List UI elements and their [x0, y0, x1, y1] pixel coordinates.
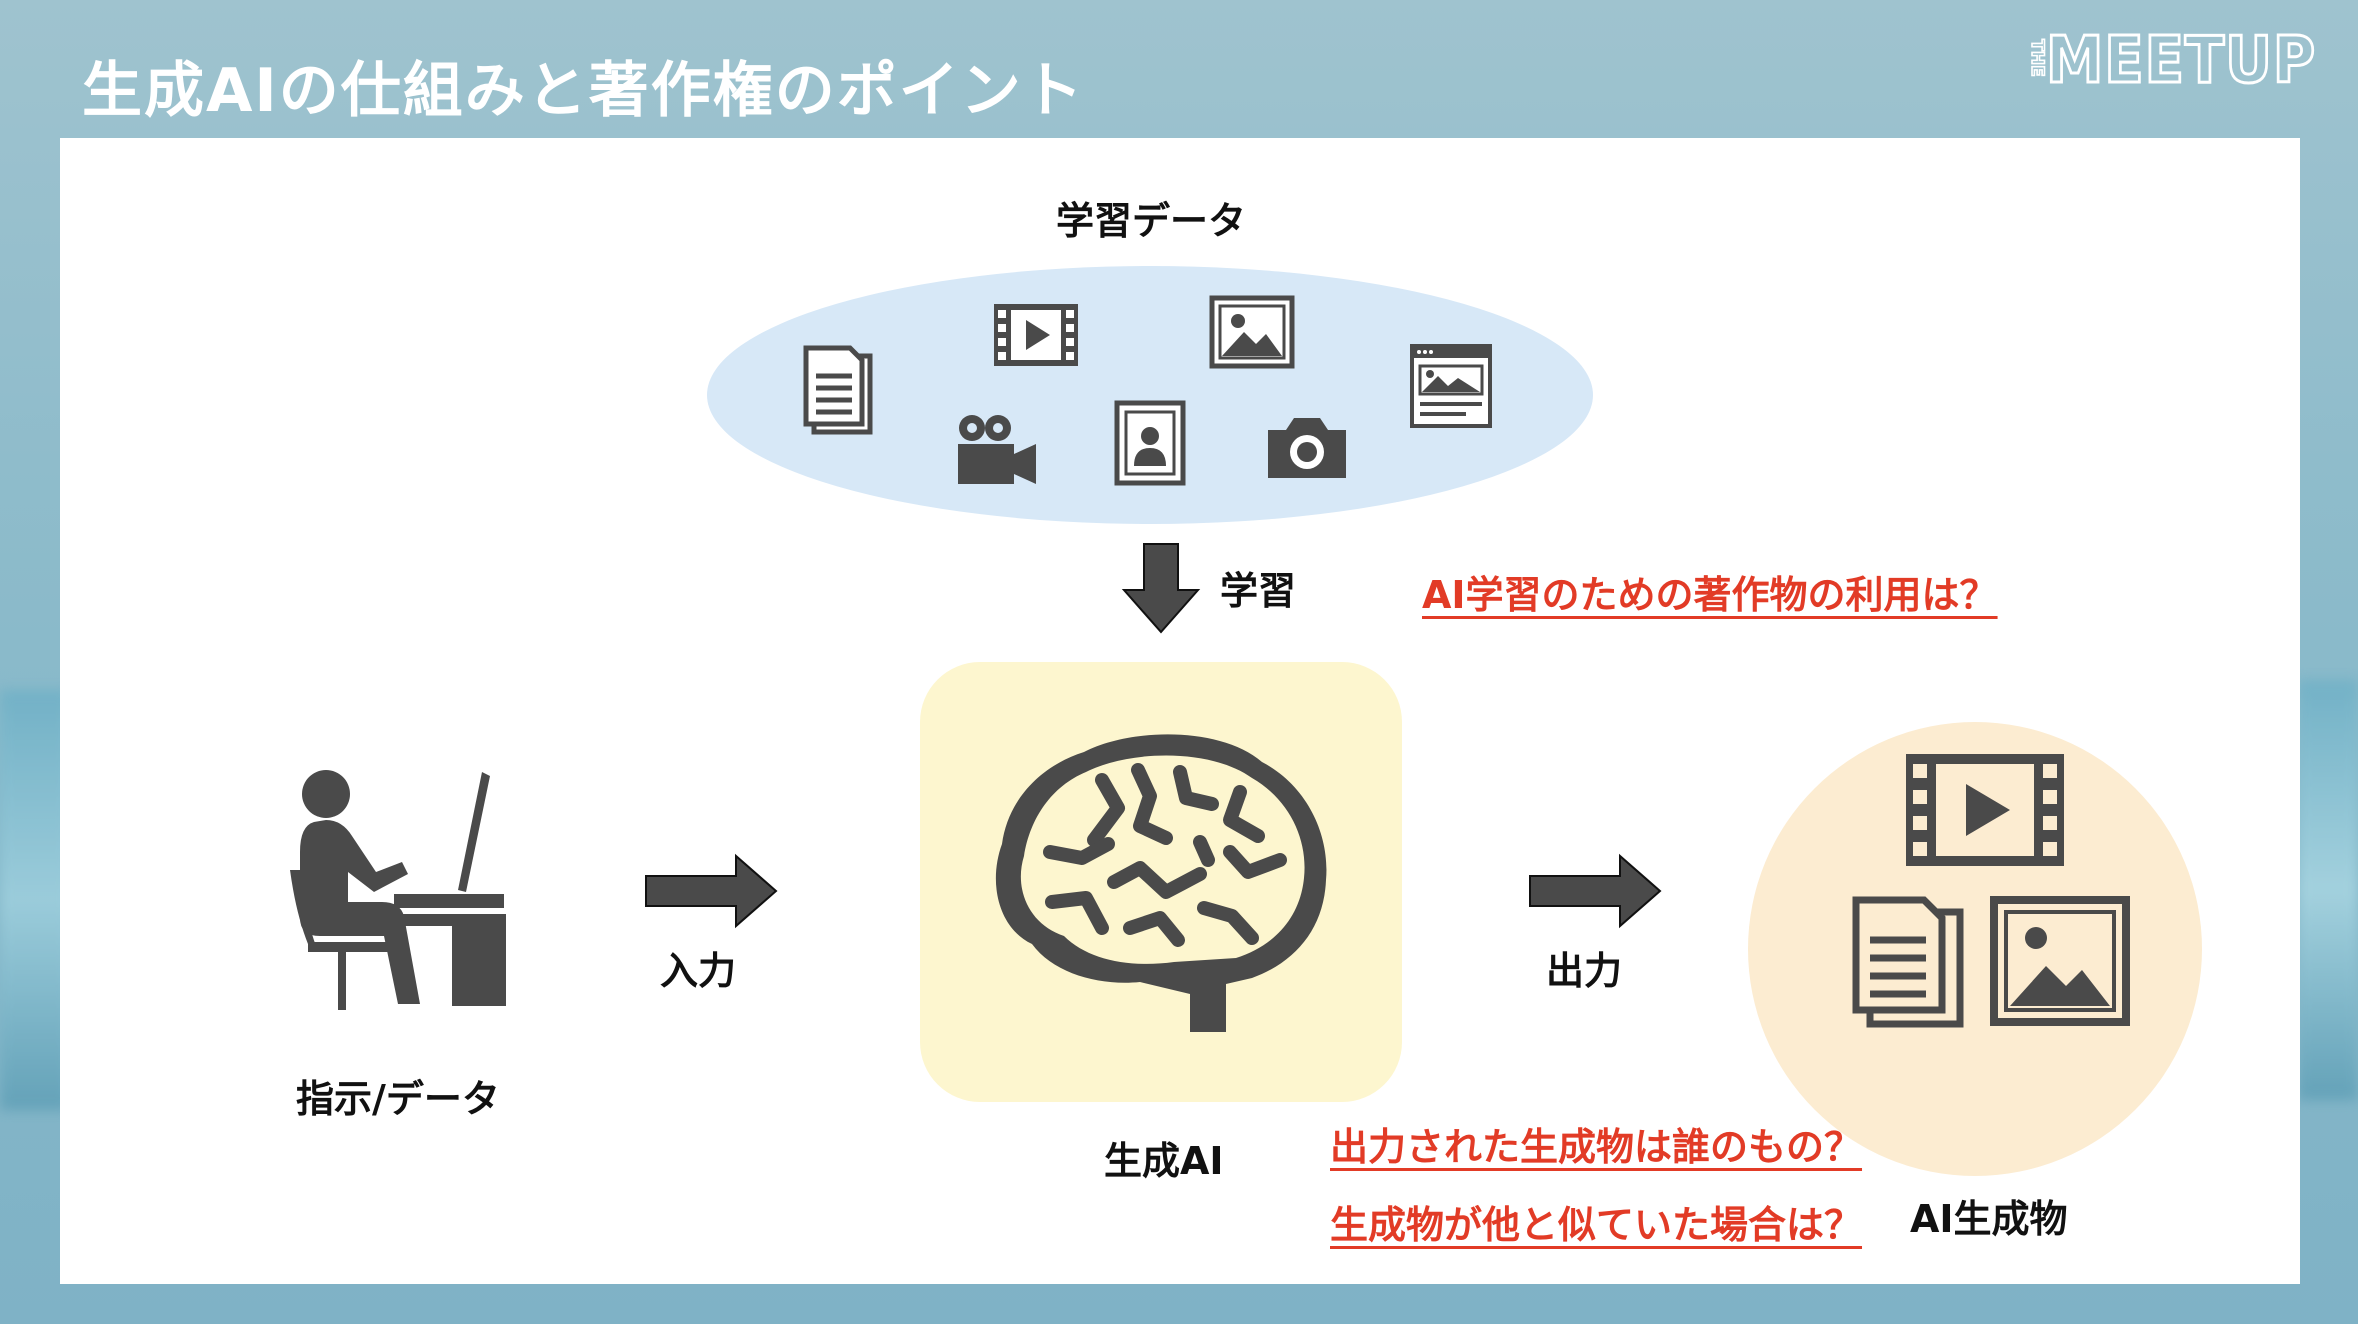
meetup-logo: THE MEETUP — [2026, 23, 2316, 97]
input-label: 入力 — [660, 949, 737, 993]
ai-output-label: AI生成物 — [1910, 1197, 2068, 1241]
portrait-icon — [1114, 400, 1186, 486]
question-similarity: 生成物が他と似ていた場合は？ — [1330, 1203, 1863, 1247]
training-data-ellipse — [707, 266, 1593, 524]
output-arrow — [1529, 853, 1662, 929]
output-film-icon — [1906, 754, 2064, 866]
film-icon — [994, 304, 1078, 366]
output-label: 出力 — [1546, 949, 1623, 993]
camera-icon — [1268, 418, 1346, 478]
document-icon — [803, 345, 873, 435]
generative-ai-label: 生成AI — [1104, 1139, 1224, 1183]
output-document-icon — [1852, 896, 1964, 1028]
learn-arrow — [1121, 543, 1201, 634]
question-output-owner: 出力された生成物は誰のもの？ — [1330, 1125, 1863, 1169]
background-left-decoration — [0, 690, 70, 1110]
image-icon — [1209, 295, 1295, 369]
background-right-decoration — [2298, 680, 2358, 1100]
learn-label: 学習 — [1220, 569, 1297, 613]
diagram-panel: 学習データ — [60, 138, 2300, 1284]
person-at-desk-icon — [290, 770, 506, 1010]
logo-text: MEETUP — [2046, 24, 2316, 96]
logo-prefix: THE — [2027, 39, 2047, 76]
user-instruction-label: 指示/データ — [296, 1077, 500, 1121]
movie-camera-icon — [958, 415, 1036, 484]
slide-title: 生成AIの仕組みと著作権のポイント — [82, 56, 1085, 126]
question-training-use: AI学習のための著作物の利用は？ — [1422, 573, 1998, 617]
training-data-label: 学習データ — [1056, 199, 1247, 243]
brain-icon — [995, 734, 1327, 1032]
input-arrow — [645, 853, 778, 929]
webpage-icon — [1410, 344, 1492, 428]
output-image-icon — [1990, 896, 2130, 1026]
